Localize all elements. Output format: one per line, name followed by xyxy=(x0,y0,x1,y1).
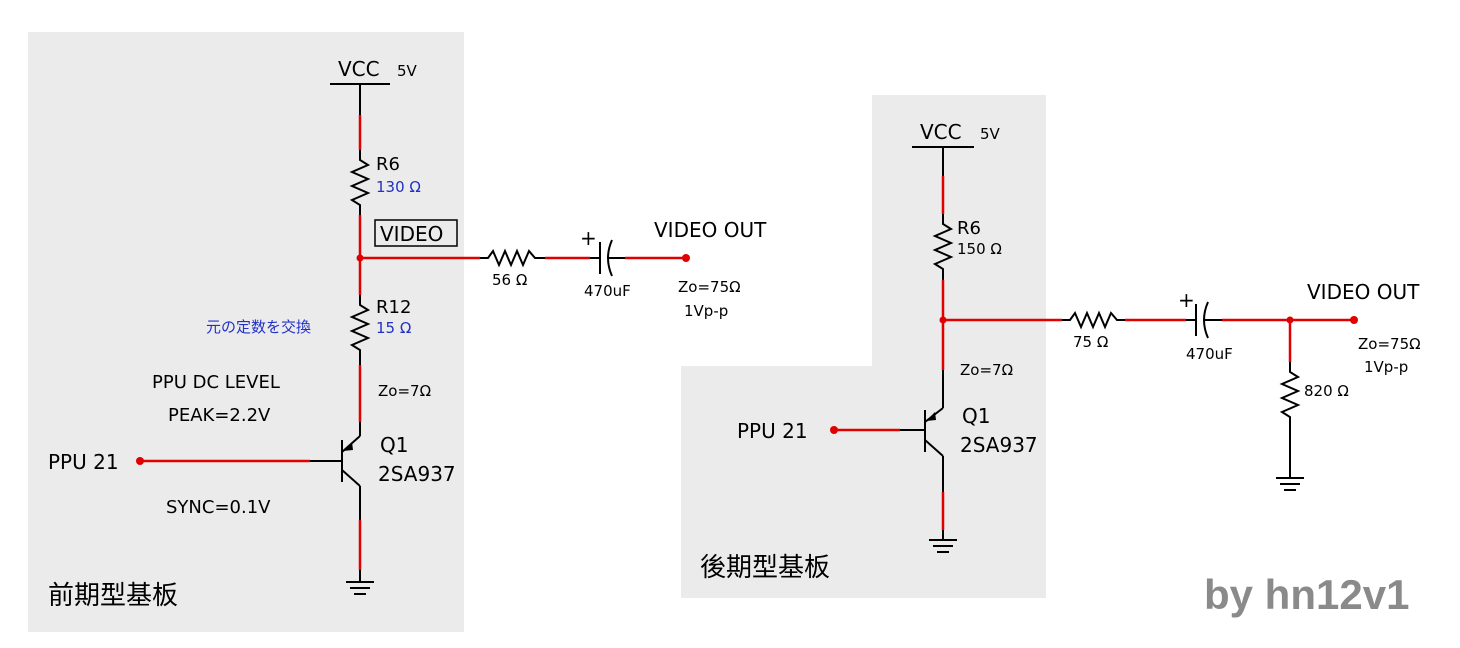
early-out-level: 1Vp-p xyxy=(684,302,728,320)
early-video-tag: VIDEO xyxy=(380,222,443,246)
late-board-title: 後期型基板 xyxy=(700,553,830,583)
late-series-resistor xyxy=(1062,310,1125,330)
late-q1-name: Q1 xyxy=(962,404,990,428)
early-r12-note: 元の定数を交換 xyxy=(206,318,311,336)
late-q1-collector-leg xyxy=(924,439,944,457)
late-q1-emitter-arrow xyxy=(926,412,936,421)
early-q1-emitter-arrow xyxy=(343,442,353,451)
late-cap-polarity: + xyxy=(1178,288,1195,312)
early-out-label: VIDEO OUT xyxy=(654,218,767,242)
early-q1-name: Q1 xyxy=(380,433,408,457)
early-vcc-label: VCC xyxy=(338,57,380,81)
early-q1-part: 2SA937 xyxy=(378,462,456,486)
late-zo-emitter: Zo=7Ω xyxy=(960,361,1013,379)
early-out-zo: Zo=75Ω xyxy=(678,278,741,296)
late-input-label: PPU 21 xyxy=(737,419,808,443)
late-q1-part: 2SA937 xyxy=(960,433,1038,457)
late-out-level: 1Vp-p xyxy=(1364,358,1408,376)
late-r6-resistor xyxy=(932,214,954,280)
early-q1-collector-leg xyxy=(341,469,361,487)
late-vcc-label: VCC xyxy=(920,120,962,144)
early-series-r-value: 56 Ω xyxy=(492,271,527,289)
late-board-panel xyxy=(681,95,1046,598)
late-out-zo: Zo=75Ω xyxy=(1358,335,1421,353)
early-ppu-dc-level: PPU DC LEVEL xyxy=(152,372,280,393)
early-r6-value: 130 Ω xyxy=(376,178,421,196)
early-vcc-value: 5V xyxy=(397,62,418,80)
early-r12-value: 15 Ω xyxy=(376,319,411,337)
author-credit: by hn12v1 xyxy=(1204,571,1409,618)
late-out-label: VIDEO OUT xyxy=(1307,280,1420,304)
early-peak: PEAK=2.2V xyxy=(168,405,271,426)
early-board-panel xyxy=(28,32,464,632)
early-cap-value: 470uF xyxy=(584,282,631,300)
early-series-resistor xyxy=(480,248,545,268)
early-r12-resistor xyxy=(349,295,371,365)
late-cap-value: 470uF xyxy=(1186,345,1233,363)
early-r6-name: R6 xyxy=(376,154,400,175)
late-shunt-r-value: 820 Ω xyxy=(1304,382,1349,400)
early-sync: SYNC=0.1V xyxy=(166,497,271,518)
late-r6-value: 150 Ω xyxy=(957,240,1002,258)
early-r6-resistor xyxy=(349,150,371,215)
late-vcc-value: 5V xyxy=(980,125,1001,143)
early-zo-emitter: Zo=7Ω xyxy=(378,382,431,400)
early-input-label: PPU 21 xyxy=(48,450,119,474)
late-shunt-resistor xyxy=(1279,362,1301,428)
early-video-tag-box xyxy=(374,219,458,247)
early-video-out-terminal xyxy=(682,254,690,262)
early-r12-name: R12 xyxy=(376,297,411,318)
early-board-title: 前期型基板 xyxy=(48,581,178,611)
late-video-out-terminal xyxy=(1350,316,1358,324)
late-series-r-value: 75 Ω xyxy=(1073,333,1108,351)
early-cap-polarity: + xyxy=(580,226,597,250)
late-r6-name: R6 xyxy=(957,218,981,239)
